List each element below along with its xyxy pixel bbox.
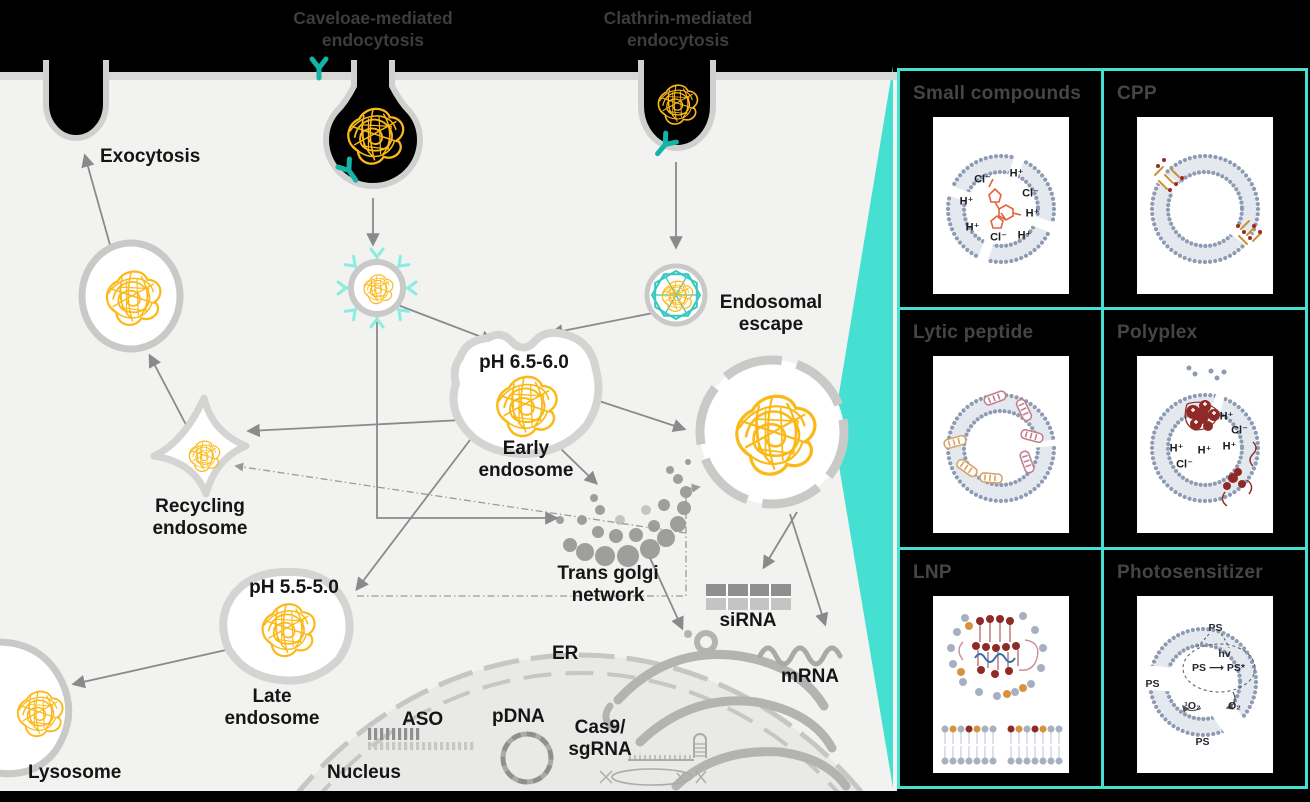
ps-label: PS <box>1208 621 1223 634</box>
label-lysosome: Lysosome <box>28 762 122 783</box>
ion-label: H⁺ <box>1025 207 1040 220</box>
retrograde-dashed-arrows <box>234 462 701 597</box>
sirna-icon <box>706 584 791 610</box>
label-pdna: pDNA <box>492 706 545 727</box>
ion-label: Cl⁻ <box>1176 458 1193 471</box>
small-compounds-illustration: Cl⁻ H⁺ H⁺ Cl⁻ H⁺ H⁺ Cl⁻ H⁺ <box>932 117 1069 294</box>
early-endosome <box>449 328 603 458</box>
ion-label: H⁺ <box>1197 444 1212 457</box>
lnp-core-icon <box>946 611 1047 700</box>
ps-label: PS <box>1195 735 1210 748</box>
panel-cell-title: Lytic peptide <box>913 322 1034 344</box>
membrane-receptor-icon <box>335 156 359 183</box>
cpp-illustration <box>1136 117 1273 294</box>
label-nucleus: Nucleus <box>327 762 401 783</box>
label-ph-late: pH 5.5-5.0 <box>249 577 339 598</box>
label-er: ER <box>552 643 579 664</box>
label-late-endosome: Late endosome <box>224 686 320 730</box>
membrane-bilayer-icon <box>941 725 1062 765</box>
recycling-endosome <box>150 394 250 498</box>
peg-lipid-dots <box>946 611 1047 700</box>
endosomal-escape-vesicle <box>695 355 849 509</box>
late-endosome <box>219 567 354 685</box>
cas9-sgrna-icon <box>599 733 707 786</box>
er-icon <box>602 630 851 791</box>
clathrin-coated-vesicle <box>644 263 708 327</box>
ion-label: H⁺ <box>1169 442 1184 455</box>
trans-golgi-network-icon <box>556 459 692 567</box>
ion-label: H⁺ <box>1222 440 1237 453</box>
cell-membrane <box>0 72 897 80</box>
membrane-receptor-icon <box>655 130 679 157</box>
lysosome <box>0 638 73 778</box>
panel-cell-small-compounds: Small compounds <box>900 71 1101 308</box>
label-trans-golgi-network: Trans golgi network <box>557 563 659 607</box>
exocytosis-opening <box>43 60 109 141</box>
nucleus <box>287 652 873 802</box>
lnp-illustration <box>932 595 1069 773</box>
label-mrna: mRNA <box>780 666 840 687</box>
aso-icon <box>368 728 474 750</box>
panel-cell-lytic-peptide: Lytic peptide <box>900 310 1101 547</box>
label-cas9-sgrna: Cas9/ sgRNA <box>568 717 632 761</box>
singlet-oxygen-label: ¹O₂ <box>1184 699 1201 712</box>
panel-cell-title: Photosensitizer <box>1117 561 1263 583</box>
hv-label: hv <box>1218 647 1231 660</box>
label-early-endosome: Early endosome <box>478 438 574 482</box>
exocytosis-vesicle <box>78 239 184 353</box>
escape-strategies-panel: Small compounds <box>897 68 1308 789</box>
label-sirna: siRNA <box>719 610 777 631</box>
label-aso: ASO <box>402 709 444 730</box>
ps-label: PS <box>1145 677 1160 690</box>
pathway-arrows <box>71 153 829 689</box>
label-clathrin-endocytosis: Clathrin-mediated endocytosis <box>603 8 753 50</box>
ion-label: Cl⁻ <box>1022 187 1039 200</box>
oxygen-label: O₂ <box>1228 699 1241 712</box>
panel-cell-polyplex: Polyplex <box>1104 310 1305 547</box>
label-ph-early: pH 6.5-6.0 <box>479 352 569 373</box>
rna-strand-icon <box>973 652 1016 663</box>
polyplex-polymer-icon <box>1184 400 1257 507</box>
ion-label: H⁺ <box>965 221 980 234</box>
panel-cell-cpp: CPP <box>1104 71 1305 308</box>
lytic-peptide-illustration <box>932 356 1069 534</box>
label-exocytosis: Exocytosis <box>100 146 201 167</box>
pdna-icon <box>500 731 554 785</box>
ion-label: Cl⁻ <box>990 231 1007 244</box>
polyplex-illustration: H⁺ Cl⁻ H⁺ H⁺ H⁺ Cl⁻ <box>1136 356 1273 534</box>
panel-cell-photosensitizer: Photosensitizer <box>1104 549 1305 786</box>
caveolae-pit <box>322 60 424 189</box>
ps-reaction-label: PS ⟶ PS* <box>1192 661 1245 674</box>
label-caveolae-endocytosis: Caveloae-mediated endocytosis <box>293 8 453 50</box>
reaction-annotations <box>1181 633 1255 713</box>
membrane-receptor-icon <box>309 56 329 81</box>
ion-label: H⁺ <box>1219 410 1234 423</box>
ion-label: Cl⁻ <box>974 173 991 186</box>
panel-cell-title: CPP <box>1117 83 1157 104</box>
photosensitizer-illustration: PS PS PS hv PS ⟶ PS* ¹O₂ O₂ <box>1136 595 1273 773</box>
ion-label: H⁺ <box>1017 229 1032 242</box>
clathrin-pit <box>638 60 716 157</box>
ion-label: H⁺ <box>1009 167 1024 180</box>
label-endosomal-escape: Endosomal escape <box>719 292 823 336</box>
panel-cell-title: Small compounds <box>913 83 1082 104</box>
caveosome-vesicle <box>336 247 418 329</box>
bottom-black-strip <box>0 791 897 802</box>
ion-label: H⁺ <box>959 195 974 208</box>
magnifier-wedge <box>833 66 893 788</box>
panel-cell-title: Polyplex <box>1117 322 1198 344</box>
helical-peptide-icon <box>942 390 1044 485</box>
small-molecule-icon <box>987 178 1021 229</box>
panel-cell-title: LNP <box>913 561 952 583</box>
mrna-icon <box>757 645 843 667</box>
label-recycling-endosome: Recycling endosome <box>152 496 248 540</box>
ion-label: Cl⁻ <box>1231 424 1248 437</box>
escaping-lipid-dots <box>1186 365 1226 381</box>
cpp-peptide-icon <box>1153 158 1262 245</box>
panel-cell-lnp: LNP <box>900 549 1101 786</box>
